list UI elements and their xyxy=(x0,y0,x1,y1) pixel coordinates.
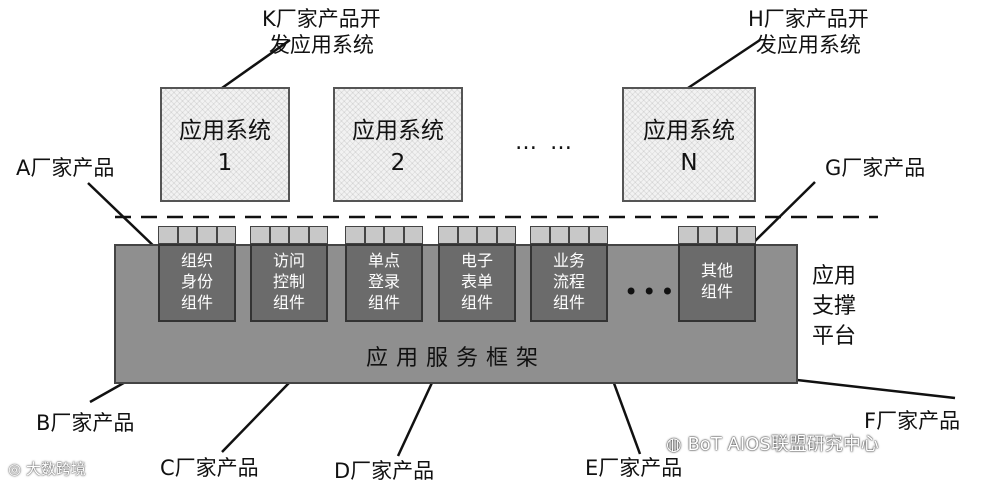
component-ellipsis: ••• xyxy=(624,278,679,306)
watermark-left: ◎ 大数跨境 xyxy=(8,460,86,478)
component-tabs xyxy=(678,226,756,244)
component-tabs xyxy=(250,226,328,244)
vendor-label-d: D厂家产品 xyxy=(334,459,435,483)
leader-g xyxy=(751,181,816,245)
vendor-label-f: F厂家产品 xyxy=(864,409,961,433)
application-system-2: 应用系统 2 xyxy=(333,87,463,202)
component-tabs xyxy=(158,226,236,244)
vendor-label-e: E厂家产品 xyxy=(585,456,683,480)
component-org-identity: 组织 身份 组件 xyxy=(158,226,236,322)
application-system-1: 应用系统 1 xyxy=(160,87,290,202)
framework-label: 应用服务框架 xyxy=(366,346,547,371)
component-tabs xyxy=(345,226,423,244)
leader-k xyxy=(221,38,291,90)
component-tabs xyxy=(438,226,516,244)
component-tabs xyxy=(530,226,608,244)
vendor-label-h: H厂家产品开 发应用系统 xyxy=(748,7,869,57)
weibo-icon: ◎ xyxy=(8,460,22,478)
application-system-n: 应用系统 N xyxy=(622,87,756,202)
component-other: 其他 组件 xyxy=(678,226,756,322)
leader-h xyxy=(687,38,761,90)
leader-f xyxy=(796,378,956,400)
wechat-icon: ◍ xyxy=(666,434,682,455)
vendor-label-g: G厂家产品 xyxy=(825,156,926,180)
component-e-form: 电子 表单 组件 xyxy=(438,226,516,322)
component-access-control: 访问 控制 组件 xyxy=(250,226,328,322)
support-platform-label: 应用 支撑 平台 xyxy=(812,264,857,349)
watermark-right: ◍ BoT AIOS联盟研究中心 xyxy=(666,434,879,455)
vendor-label-b: B厂家产品 xyxy=(36,411,135,435)
component-sso: 单点 登录 组件 xyxy=(345,226,423,322)
vendor-label-a: A厂家产品 xyxy=(16,156,115,180)
vendor-label-c: C厂家产品 xyxy=(160,456,259,480)
system-ellipsis: … … xyxy=(515,130,575,155)
component-workflow: 业务 流程 组件 xyxy=(530,226,608,322)
leader-a xyxy=(87,182,161,253)
vendor-label-k: K厂家产品开 发应用系统 xyxy=(262,7,381,57)
